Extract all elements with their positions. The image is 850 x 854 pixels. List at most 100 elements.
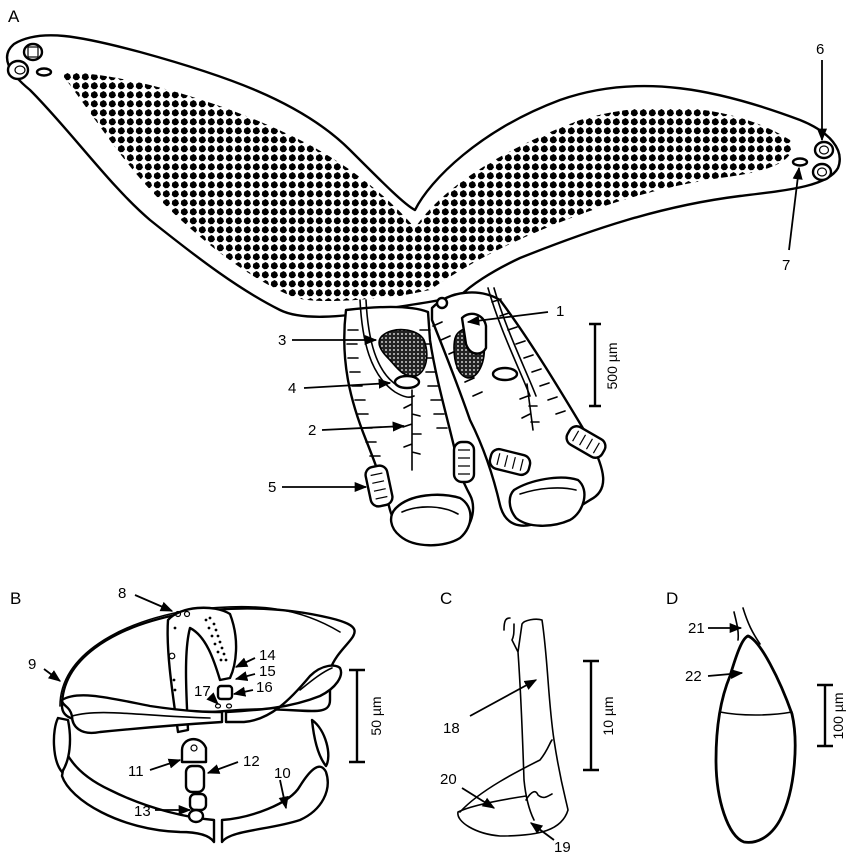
seminal-vesicle-right [491,366,519,382]
callout-label-6: 6 [816,41,824,58]
clamp-group-left [364,464,394,508]
scale-label-c: 10 µm [600,696,616,735]
callout-label-13: 13 [134,803,151,820]
sheath-dots [172,616,228,692]
terminal-lappet-right [508,476,586,527]
scale-bar-d [817,683,833,748]
sheath-pore [168,652,176,660]
callout-label-12: 12 [243,753,260,770]
callout-arrow-9 [43,668,62,682]
panel-d: D 100 µm 21 22 [666,589,846,844]
egg-operculum-line [719,711,793,716]
egg-shell [714,634,797,844]
callout-label-3: 3 [278,332,286,349]
arm-inner-line [71,711,211,719]
callout-arrow-11 [149,758,182,771]
scale-bar-b [349,668,365,764]
callout-arrow-2 [321,421,406,432]
segment-middle [184,764,206,794]
seminal-vesicle-left [393,374,421,390]
duct-right-inner [493,287,537,397]
sucker-inner-glyph [14,65,26,75]
ring-lower-left [60,750,216,844]
callout-arrow-17 [206,692,219,705]
callout-arrow-14 [234,657,256,668]
sheath-pore [174,610,182,618]
callout-label-18: 18 [443,720,460,737]
egg-filament [733,607,761,645]
callout-label-9: 9 [28,656,36,673]
ring-side-left [52,716,72,774]
callout-arrow-1 [466,311,549,326]
callout-arrow-19 [529,822,555,841]
callout-label-14: 14 [259,647,276,664]
callout-arrow-10 [278,779,289,810]
anchor-root [459,739,553,813]
callout-label-7: 7 [782,257,790,274]
callout-arrow-8 [134,594,174,612]
callout-label-1: 1 [556,303,564,320]
clamp-group-right-outer [565,425,607,459]
callout-arrow-20 [461,787,496,809]
sucker-inner-glyph [816,167,828,177]
sheath-pore [183,610,191,618]
callout-label-5: 5 [268,479,276,496]
callout-label-19: 19 [554,839,571,854]
vitelline-follicles [60,72,792,302]
callout-label-20: 20 [440,771,457,788]
panel-b: B [10,585,384,844]
sucker-inner-glyph [27,46,39,58]
callout-label-2: 2 [308,422,316,439]
scale-bar-c [583,659,599,772]
sucker-inner-glyph [818,145,830,155]
segment-lower [188,792,208,812]
scale-label-d: 100 µm [830,693,846,740]
germarium [435,296,449,310]
papilla [225,703,233,709]
eye-spot-right [791,157,809,167]
anchor-point [525,790,553,801]
terminal-lappet-left [389,493,472,547]
callout-arrow-15 [234,671,256,681]
panel-label-c: C [440,589,452,608]
copulatory-organ-left [402,389,422,471]
duct-right [487,287,531,397]
bulb-pore [190,744,198,752]
anchor-shaft [457,617,569,837]
testis-left [378,328,428,377]
callout-arrow-12 [206,761,239,774]
atrium-chamber [216,684,234,701]
callout-arrow-18 [469,679,538,717]
callout-label-16: 16 [256,679,273,696]
duct-left-inner [365,299,399,387]
callout-label-17: 17 [194,683,211,700]
callout-label-8: 8 [118,585,126,602]
segment-base [187,808,205,824]
panel-c: C 10 µm 18 19 20 [440,589,616,854]
panel-a: A [5,7,841,547]
callout-label-21: 21 [688,620,705,637]
panel-label-b: B [10,589,21,608]
copulatory-organ-right [519,383,540,431]
clamp-group-center [452,440,476,484]
eye-spot-left [35,67,53,77]
lappet-fold [519,487,577,495]
panel-label-a: A [8,7,20,26]
callout-label-15: 15 [259,663,276,680]
lappet-fold [401,506,459,515]
callout-arrow-4 [303,378,392,389]
panel-label-d: D [666,589,678,608]
clamp-group-right-lower [488,447,532,477]
callout-label-11: 11 [128,763,144,780]
ring-lower-right [220,765,329,844]
ring-side-right [310,718,330,768]
anterior-sucker-left-lower [6,59,30,81]
tegument-ridges [346,298,566,457]
scale-bar-a [589,322,601,408]
callout-arrow-16 [232,686,254,697]
anterior-sucker-right-lower [811,162,833,182]
callout-label-10: 10 [274,765,291,782]
anterior-sucker-right-upper [813,140,835,160]
scale-label-b: 50 µm [368,696,384,735]
